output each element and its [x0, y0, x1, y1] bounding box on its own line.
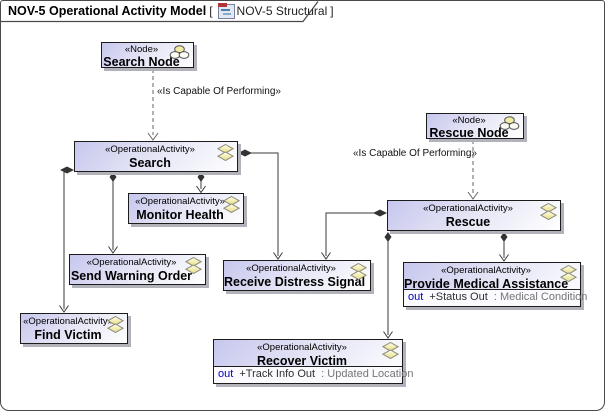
- operational-activity-icon: [223, 196, 240, 213]
- element-name: Search Node: [103, 55, 180, 69]
- attribute-name: +Track Info Out: [239, 368, 316, 380]
- activity-receive-distress-signal[interactable]: «OperationalActivity» Receive Distress S…: [223, 260, 371, 291]
- stereotype-label: «OperationalActivity»: [257, 342, 347, 353]
- activity-search[interactable]: «OperationalActivity» Search: [74, 141, 238, 172]
- operational-activity-icon: [217, 144, 234, 161]
- edge-rescue-recover-victim[interactable]: [383, 232, 393, 339]
- attribute-track-info-out[interactable]: out +Track Info Out : Updated Location: [214, 366, 414, 383]
- activity-recover-victim[interactable]: «OperationalActivity» Recover Victim out…: [213, 339, 414, 384]
- element-name: Rescue Node: [429, 126, 509, 140]
- operational-activity-icon: [540, 203, 557, 220]
- attribute-type: : Updated Location: [321, 368, 414, 380]
- node-icon: [499, 116, 520, 130]
- element-name: Monitor Health: [136, 208, 224, 222]
- node-search-node[interactable]: «Node» Search Node: [101, 42, 194, 69]
- activity-monitor-health[interactable]: «OperationalActivity» Monitor Health: [128, 193, 244, 224]
- stereotype-label: «Node»: [124, 44, 159, 55]
- attribute-type: : Medical Condition: [493, 291, 588, 303]
- element-name: Receive Distress Signal: [224, 275, 366, 289]
- element-name: Search: [129, 156, 171, 170]
- stereotype-label: «OperationalActivity»: [441, 265, 531, 276]
- operational-activity-icon: [185, 257, 202, 274]
- nov-diagram-icon: [217, 2, 235, 19]
- node-icon: [169, 45, 190, 59]
- edge-rescue-provide-medical-assistance[interactable]: [499, 232, 509, 262]
- edge-search-find-victim[interactable]: [59, 166, 75, 313]
- edge-search-node-performs[interactable]: [147, 69, 159, 141]
- activity-rescue[interactable]: «OperationalActivity» Rescue: [387, 200, 561, 231]
- diagram-header-tab[interactable]: NOV-5 Operational Activity Model [ NOV-5…: [1, 1, 337, 21]
- edge-rescue-receive-distress-signal[interactable]: [321, 209, 388, 260]
- edge-search-send-warning-order[interactable]: [108, 172, 118, 254]
- edge-rescue-node-performs[interactable]: [467, 140, 479, 200]
- element-name: Recover Victim: [256, 354, 348, 368]
- stereotype-label: «OperationalActivity»: [246, 263, 336, 274]
- operational-activity-icon: [560, 265, 577, 282]
- element-name: Find Victim: [34, 328, 102, 342]
- stereotype-label: «OperationalActivity»: [86, 257, 177, 268]
- stereotype-label: «OperationalActivity»: [423, 203, 513, 214]
- attribute-direction: out: [408, 291, 424, 303]
- attribute-name: +Status Out: [429, 291, 488, 303]
- element-name: Rescue: [445, 215, 491, 229]
- edge-label-is-capable-of-performing-rescue: «Is Capable Of Performing»: [353, 148, 477, 159]
- stereotype-label: «OperationalActivity»: [23, 316, 113, 327]
- operational-activity-icon: [382, 342, 399, 359]
- diagram-reference[interactable]: NOV-5 Structural: [236, 4, 328, 18]
- activity-provide-medical-assistance[interactable]: «OperationalActivity» Provide Medical As…: [403, 262, 587, 307]
- attribute-direction: out: [218, 368, 234, 380]
- stereotype-label: «Node»: [452, 115, 486, 126]
- operational-activity-icon: [107, 316, 124, 333]
- node-rescue-node[interactable]: «Node» Rescue Node: [426, 113, 524, 140]
- close-bracket: ]: [330, 4, 334, 18]
- attribute-status-out[interactable]: out +Status Out : Medical Condition: [404, 289, 587, 306]
- frame-tab-outline: [1, 1, 319, 23]
- operational-activity-icon: [350, 263, 367, 280]
- stereotype-label: «OperationalActivity»: [105, 144, 195, 155]
- element-name: Provide Medical Assistance: [404, 277, 569, 291]
- activity-find-victim[interactable]: «OperationalActivity» Find Victim: [20, 313, 128, 344]
- stereotype-label: «OperationalActivity»: [135, 196, 225, 207]
- edge-search-monitor-health[interactable]: [196, 172, 206, 194]
- activity-send-warning-order[interactable]: «OperationalActivity» Send Warning Order: [69, 254, 206, 285]
- element-name: Send Warning Order: [70, 269, 193, 283]
- open-bracket: [: [209, 4, 213, 18]
- edge-search-receive-distress-signal[interactable]: [238, 149, 283, 260]
- edge-label-is-capable-of-performing-search: «Is Capable Of Performing»: [157, 86, 281, 97]
- diagram-title: NOV-5 Operational Activity Model: [8, 4, 207, 18]
